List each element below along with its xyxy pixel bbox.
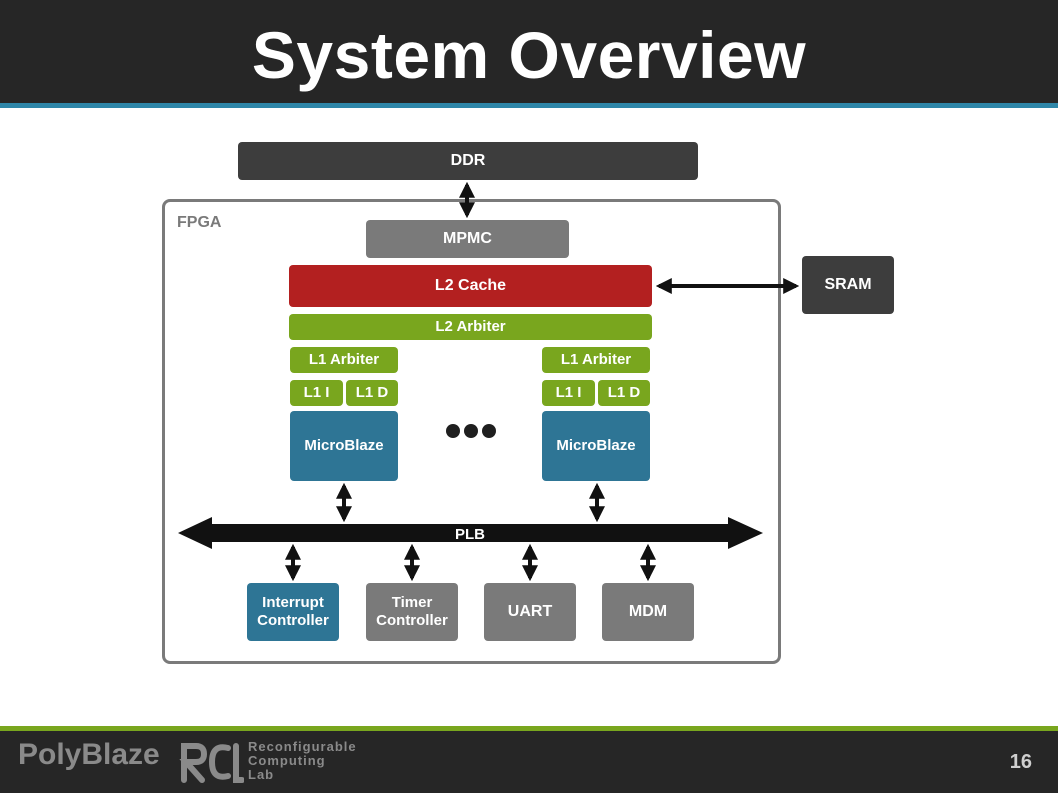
mdm-block: MDM (602, 583, 694, 641)
footer-bar (0, 731, 1058, 793)
uart-block: UART (484, 583, 576, 641)
title-bar (0, 0, 1058, 103)
l1-i-label: L1 I (303, 384, 330, 401)
sram-label: SRAM (824, 276, 872, 294)
microblaze-label: MicroBlaze (556, 437, 636, 454)
ddr-block: DDR (238, 142, 698, 180)
peripheral-line1: Timer (391, 594, 433, 611)
mpmc-block: MPMC (366, 220, 569, 258)
polyblaze-logo: PolyBlaze (18, 738, 160, 771)
l1-d-label: L1 D (607, 384, 641, 401)
peripheral-line2: Controller (376, 612, 448, 629)
peripheral-line1: UART (507, 603, 553, 621)
l1-arbiter-block: L1 Arbiter (290, 347, 398, 373)
microblaze-block: MicroBlaze (290, 411, 398, 481)
lab-line2: Computing (248, 753, 326, 768)
ddr-label: DDR (450, 152, 486, 170)
peripheral-line1: MDM (628, 603, 668, 621)
l2-arbiter-block: L2 Arbiter (289, 314, 652, 340)
ellipsis-dots (446, 424, 496, 438)
l1-i-label: L1 I (555, 384, 582, 401)
footer-rule (0, 726, 1058, 731)
l1-d-cache-block: L1 D (598, 380, 650, 406)
microblaze-block: MicroBlaze (542, 411, 650, 481)
l1-d-cache-block: L1 D (346, 380, 398, 406)
l1-arbiter-label: L1 Arbiter (560, 351, 632, 368)
interrupt-controller-block: Interrupt Controller (247, 583, 339, 641)
page-number: 16 (1009, 751, 1032, 773)
l1-d-label: L1 D (355, 384, 389, 401)
sram-block: SRAM (802, 256, 894, 314)
l1-arbiter-label: L1 Arbiter (308, 351, 380, 368)
peripheral-line1: Interrupt (262, 594, 324, 611)
rcl-lab-name: Reconfigurable Computing Lab (248, 740, 357, 782)
microblaze-label: MicroBlaze (304, 437, 384, 454)
plb-label: PLB (455, 526, 485, 543)
peripheral-line2: Controller (257, 612, 329, 629)
l1-i-cache-block: L1 I (290, 380, 343, 406)
mpmc-label: MPMC (443, 230, 492, 248)
lab-line3: Lab (248, 767, 275, 782)
l1-arbiter-block: L1 Arbiter (542, 347, 650, 373)
title-rule (0, 103, 1058, 108)
rcl-logo-icon (179, 743, 244, 783)
l2-cache-block: L2 Cache (289, 265, 652, 307)
timer-controller-block: Timer Controller (366, 583, 458, 641)
plb-bus-arrow (178, 517, 763, 549)
slide-title: System Overview (251, 18, 807, 92)
l1-i-cache-block: L1 I (542, 380, 595, 406)
l2-cache-label: L2 Cache (434, 277, 507, 295)
l2-arbiter-label: L2 Arbiter (435, 318, 506, 335)
lab-line1: Reconfigurable (248, 739, 357, 754)
fpga-label: FPGA (177, 214, 222, 231)
